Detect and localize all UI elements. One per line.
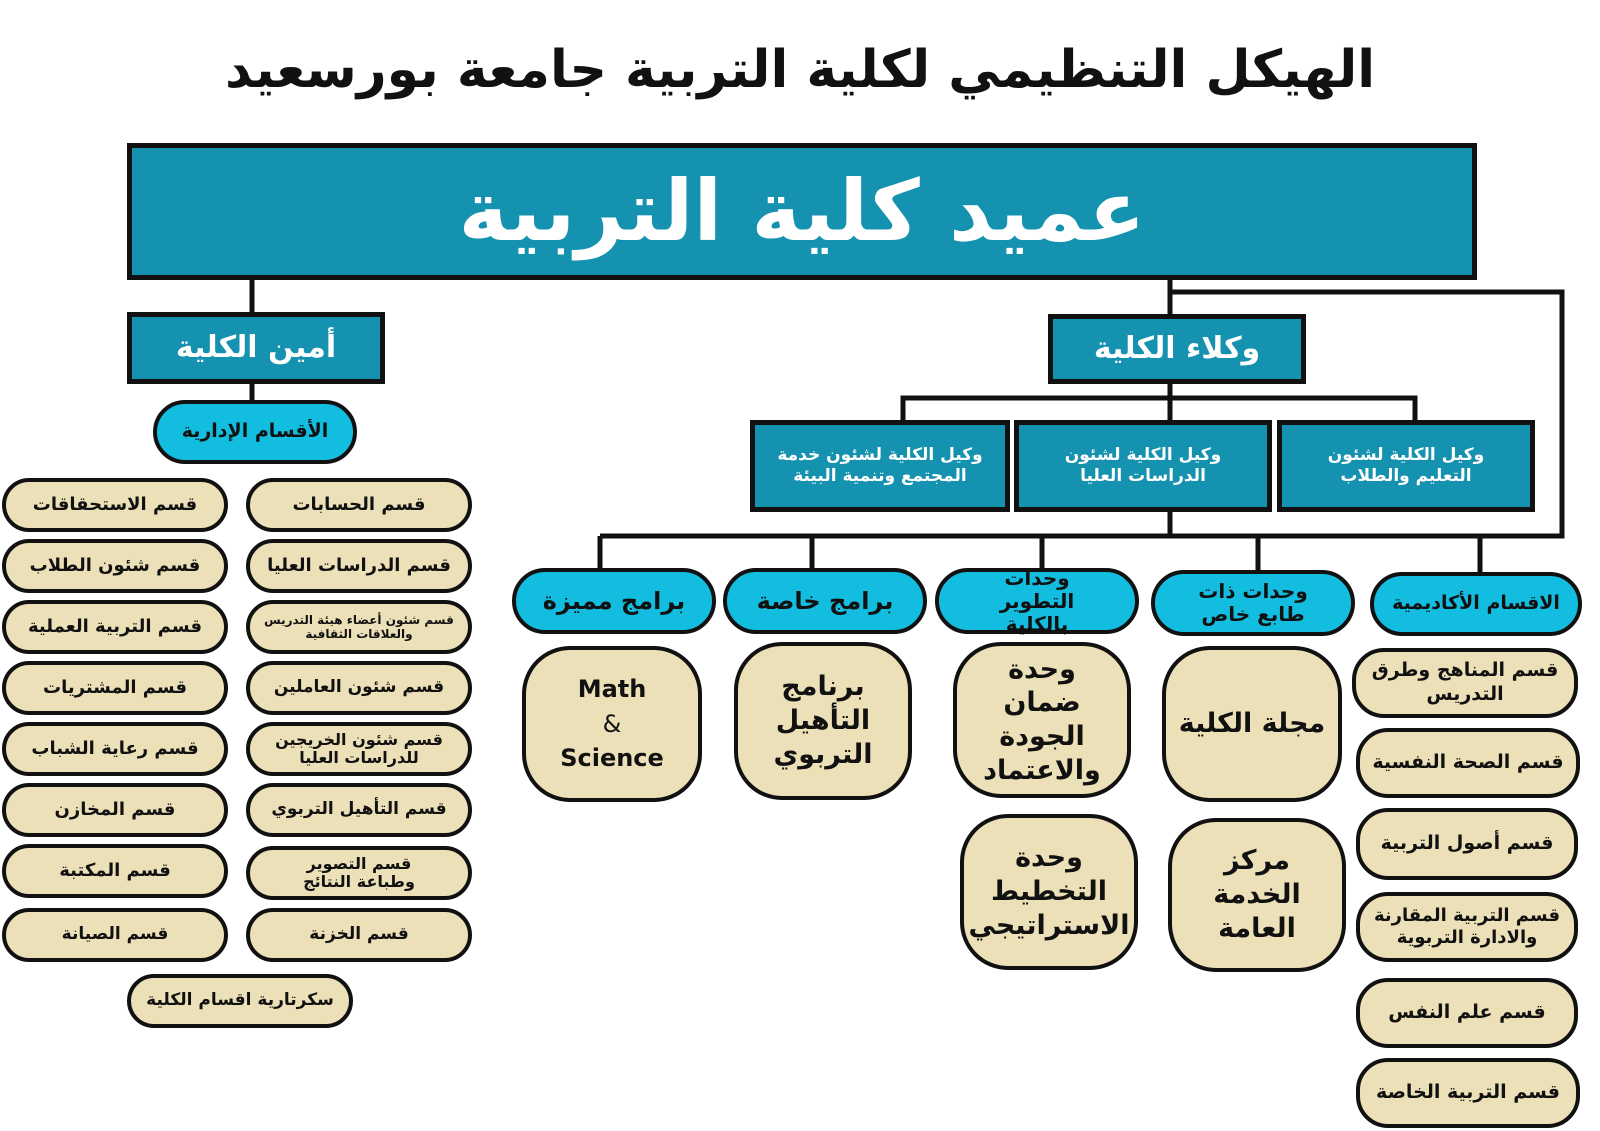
admin-dept-entitlements: قسم الاستحقاقات [2, 478, 228, 532]
academic-dept-special-education: قسم التربية الخاصة [1356, 1058, 1580, 1128]
admin-dept-employee-affairs: قسم شئون العاملين [246, 661, 472, 715]
vice-dean-education-box: وكيل الكلية لشئون التعليم والطلاب [1277, 420, 1535, 512]
admin-dept-stores: قسم المخازن [2, 783, 228, 837]
math-science-program: Math & Science [522, 646, 702, 802]
vice-dean-graduate-box: وكيل الكلية لشئون الدراسات العليا [1014, 420, 1272, 512]
academic-dept-psychology: قسم علم النفس [1356, 978, 1578, 1048]
chart-title: الهيكل التنظيمي لكلية التربية جامعة بورس… [224, 40, 1376, 100]
dean-box: عميد كلية التربية [127, 143, 1477, 280]
qualification-program-box: برنامج التأهيل التربوي [734, 642, 912, 800]
admin-dept-library: قسم المكتبة [2, 844, 228, 898]
academic-dept-curricula: قسم المناهج وطرق التدريس [1352, 648, 1578, 718]
vice-deans-box: وكلاء الكلية [1048, 314, 1306, 384]
science-label: Science [560, 744, 664, 773]
math-label: Math [577, 674, 647, 703]
vice-dean-community-box: وكيل الكلية لشئون خدمة المجتمع وتنمية ال… [750, 420, 1010, 512]
public-service-center-box: مركز الخدمة العامة [1168, 818, 1346, 972]
ampersand-label: & [602, 709, 622, 738]
category-special-units: وحدات ذات طابع خاص [1151, 570, 1355, 636]
academic-dept-foundations: قسم أصول التربية [1356, 808, 1578, 880]
admin-dept-faculty-affairs: قسم شئون أعضاء هيئة التدريس والعلاقات ال… [246, 600, 472, 654]
admin-departments-box: الأقسام الإدارية [153, 400, 357, 464]
admin-dept-graduate-studies: قسم الدراسات العليا [246, 539, 472, 593]
admin-dept-photography-printing: قسم التصوير وطباعة النتائج [246, 846, 472, 900]
quality-assurance-unit-box: وحدة ضمان الجودة والاعتماد [953, 642, 1131, 798]
admin-dept-educational-qualification: قسم التأهيل التربوي [246, 783, 472, 837]
admin-dept-maintenance: قسم الصيانة [2, 908, 228, 962]
category-academic-departments: الاقسام الأكاديمية [1370, 572, 1582, 636]
academic-dept-mental-health: قسم الصحة النفسية [1356, 728, 1580, 798]
admin-dept-purchasing: قسم المشتريات [2, 661, 228, 715]
admin-dept-practical-education: قسم التربية العملية [2, 600, 228, 654]
category-development-units: وحدات التطوير بالكلية [935, 566, 1139, 635]
strategic-planning-unit-box: وحدة التخطيط الاستراتيجي [960, 814, 1138, 970]
secretariat-box: سكرتارية اقسام الكلية [127, 974, 353, 1028]
admin-dept-treasury: قسم الخزنة [246, 908, 472, 962]
connector [900, 395, 1418, 422]
category-distinguished-programs: برامج مميزة [512, 568, 716, 634]
admin-dept-graduates-affairs: قسم شئون الخريجين للدراسات العليا [246, 722, 472, 776]
academic-dept-comparative-education: قسم التربية المقارنة والادارة التربوية [1356, 892, 1578, 962]
college-journal-box: مجلة الكلية [1162, 646, 1342, 802]
admin-dept-youth-welfare: قسم رعاية الشباب [2, 722, 228, 776]
admin-dept-accounts: قسم الحسابات [246, 478, 472, 532]
secretary-general-box: أمين الكلية [127, 312, 385, 384]
category-special-programs: برامج خاصة [723, 568, 927, 634]
admin-dept-student-affairs: قسم شئون الطلاب [2, 539, 228, 593]
